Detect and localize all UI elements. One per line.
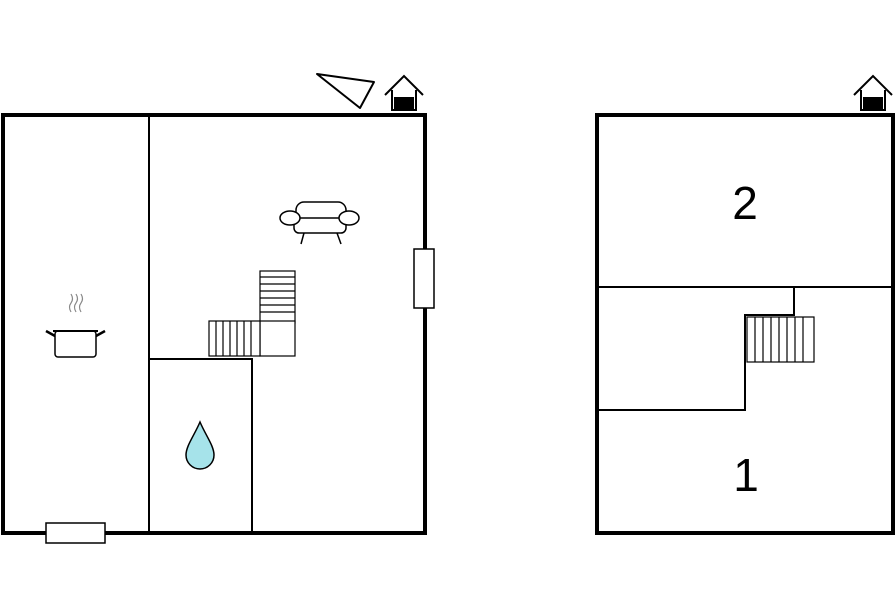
sofa-icon <box>279 201 360 245</box>
cooking-pot-icon <box>45 293 106 358</box>
door-icon <box>45 522 106 544</box>
stairwell-wall <box>597 287 795 411</box>
window-icon <box>413 248 435 309</box>
house-icon <box>384 74 424 111</box>
water-drop-icon <box>185 420 215 470</box>
room-1-label: 1 <box>733 449 759 501</box>
upper-floor-outer-wall <box>595 113 895 535</box>
staircase-icon <box>746 316 815 363</box>
staircase-icon <box>208 270 296 357</box>
north-arrow-icon <box>316 73 375 109</box>
room-2-label: 2 <box>732 177 758 229</box>
house-icon <box>853 74 893 111</box>
upper-floor-plan: 2 1 <box>595 74 895 535</box>
ground-floor-outer-wall <box>1 113 427 535</box>
ground-floor-plan <box>1 73 435 544</box>
bathroom-wall <box>149 358 253 533</box>
